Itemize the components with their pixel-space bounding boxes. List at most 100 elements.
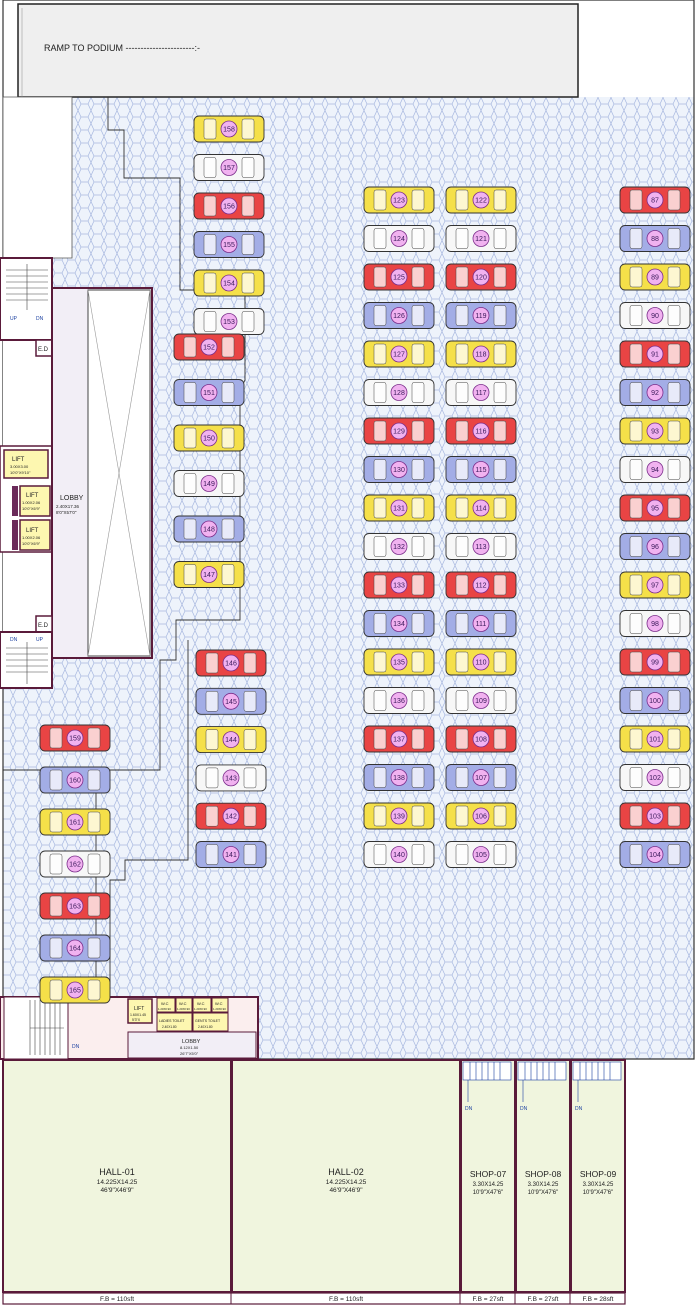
parking-car: 147 — [173, 561, 245, 588]
parking-space-number: 113 — [475, 544, 486, 551]
west-core — [2, 96, 73, 259]
wc-4-dim: 1.20X0.90 — [213, 1007, 226, 1011]
parking-car: 127 — [363, 340, 435, 368]
parking-car: 156 — [193, 192, 265, 220]
ed-north-label: E.D — [38, 347, 49, 353]
parking-space-number: 140 — [393, 852, 405, 859]
parking-car: 103 — [619, 802, 691, 830]
parking-space-number: 126 — [393, 313, 405, 320]
lift-2-dim1: 1.00X2.06 — [22, 500, 41, 505]
parking-space-number: 109 — [475, 698, 487, 705]
parking-space-number: 136 — [393, 698, 405, 705]
parking-space-number: 121 — [475, 236, 487, 243]
shop-07-name: SHOP-07 — [470, 1169, 507, 1179]
parking-car: 108 — [445, 725, 517, 753]
parking-car: 119 — [445, 302, 517, 329]
wc-4 — [211, 997, 229, 1013]
parking-car: 130 — [363, 456, 435, 483]
stair-core-dn: DN — [10, 637, 18, 643]
parking-space-number: 91 — [651, 352, 659, 359]
parking-space-number: 164 — [69, 946, 81, 953]
parking-space-number: 134 — [393, 621, 405, 628]
parking-car: 101 — [619, 725, 691, 753]
parking-car: 163 — [39, 892, 111, 920]
ladies-toilet-dim: 2.40X1.80 — [162, 1025, 177, 1029]
parking-car: 141 — [195, 841, 267, 868]
parking-car: 110 — [445, 648, 517, 676]
shop-09-area: F.B = 28sft — [583, 1296, 614, 1303]
parking-car: 139 — [363, 802, 435, 830]
parking-space-number: 124 — [393, 236, 405, 243]
outer-boundary — [2, 0, 695, 1060]
parking-space-number: 158 — [223, 127, 235, 134]
lift-3-dim1: 1.00X2.06 — [22, 535, 41, 540]
parking-space-number: 88 — [651, 236, 659, 243]
shop-09-name: SHOP-09 — [580, 1169, 617, 1179]
parking-car: 155 — [193, 231, 265, 258]
parking-space-number: 116 — [475, 429, 486, 436]
parking-spaces: 1581571561551541531521511501491481471461… — [39, 115, 691, 1004]
parking-space-number: 147 — [203, 572, 215, 579]
parking-space-number: 90 — [651, 313, 659, 320]
lobby-south-dim1: 8.12X1.50 — [180, 1045, 199, 1050]
parking-car: 90 — [619, 302, 691, 329]
wc-1-name: W.C — [161, 1001, 169, 1006]
parking-car: 116 — [445, 417, 517, 445]
parking-car: 89 — [619, 263, 691, 291]
ramp-label: RAMP TO PODIUM -----------------------:- — [44, 43, 200, 53]
parking-car: 161 — [39, 808, 111, 836]
parking-space-number: 163 — [69, 904, 81, 911]
shop-08-dim1: 3.30X14.25 — [528, 1182, 559, 1188]
gents-toilet-name: GENTS TOILET — [195, 1019, 221, 1023]
stair-north-up: UP — [10, 316, 18, 322]
parking-space-number: 108 — [475, 737, 487, 744]
wc-3 — [192, 997, 212, 1013]
parking-car: 105 — [445, 841, 517, 868]
hall-01-dim1: 14.225X14.25 — [97, 1179, 138, 1186]
parking-car: 97 — [619, 571, 691, 599]
parking-car: 132 — [363, 533, 435, 560]
lift-3-dim2: 10'0"X6'9" — [22, 541, 41, 546]
ramp — [17, 3, 579, 98]
unit-hall-01 — [2, 1059, 232, 1293]
parking-car: 128 — [363, 379, 435, 406]
lift-1-dim2: 10'0"X9'10" — [10, 470, 31, 475]
parking-space-number: 106 — [475, 814, 487, 821]
parking-space-number: 119 — [475, 313, 486, 320]
wc-2-dim: 1.20X0.90 — [177, 1007, 190, 1011]
parking-car: 114 — [445, 494, 517, 522]
parking-car: 122 — [445, 186, 517, 214]
parking-car: 106 — [445, 802, 517, 830]
parking-space-number: 146 — [225, 661, 237, 668]
parking-car: 126 — [363, 302, 435, 329]
parking-car: 165 — [39, 976, 111, 1004]
parking-car: 87 — [619, 186, 691, 214]
parking-space-number: 101 — [649, 737, 661, 744]
parking-car: 151 — [173, 379, 245, 406]
parking-car: 140 — [363, 841, 435, 868]
parking-space-number: 89 — [651, 275, 659, 282]
parking-car: 152 — [173, 333, 245, 361]
parking-space-number: 110 — [475, 660, 486, 667]
hall-02-dim1: 14.225X14.25 — [326, 1179, 367, 1186]
parking-car: 150 — [173, 424, 245, 452]
parking-space-number: 100 — [649, 698, 661, 705]
unit-hall-02 — [231, 1059, 461, 1293]
parking-space-number: 94 — [651, 467, 659, 474]
parking-car: 99 — [619, 648, 691, 676]
parking-space-number: 144 — [225, 737, 237, 744]
parking-space-number: 103 — [649, 814, 661, 821]
parking-car: 148 — [173, 515, 245, 543]
parking-space-number: 117 — [475, 390, 486, 397]
parking-space-number: 156 — [223, 204, 235, 211]
parking-car: 121 — [445, 225, 517, 252]
parking-car: 162 — [39, 850, 111, 878]
parking-space-number: 127 — [393, 352, 405, 359]
shop-07-stair-dn: DN — [465, 1106, 473, 1112]
parking-space-number: 141 — [225, 852, 237, 859]
wc-1-dim: 1.20X0.90 — [158, 1007, 171, 1011]
parking-car: 153 — [193, 308, 265, 335]
parking-space-number: 92 — [651, 390, 659, 397]
parking-car: 125 — [363, 263, 435, 291]
parking-car: 131 — [363, 494, 435, 522]
